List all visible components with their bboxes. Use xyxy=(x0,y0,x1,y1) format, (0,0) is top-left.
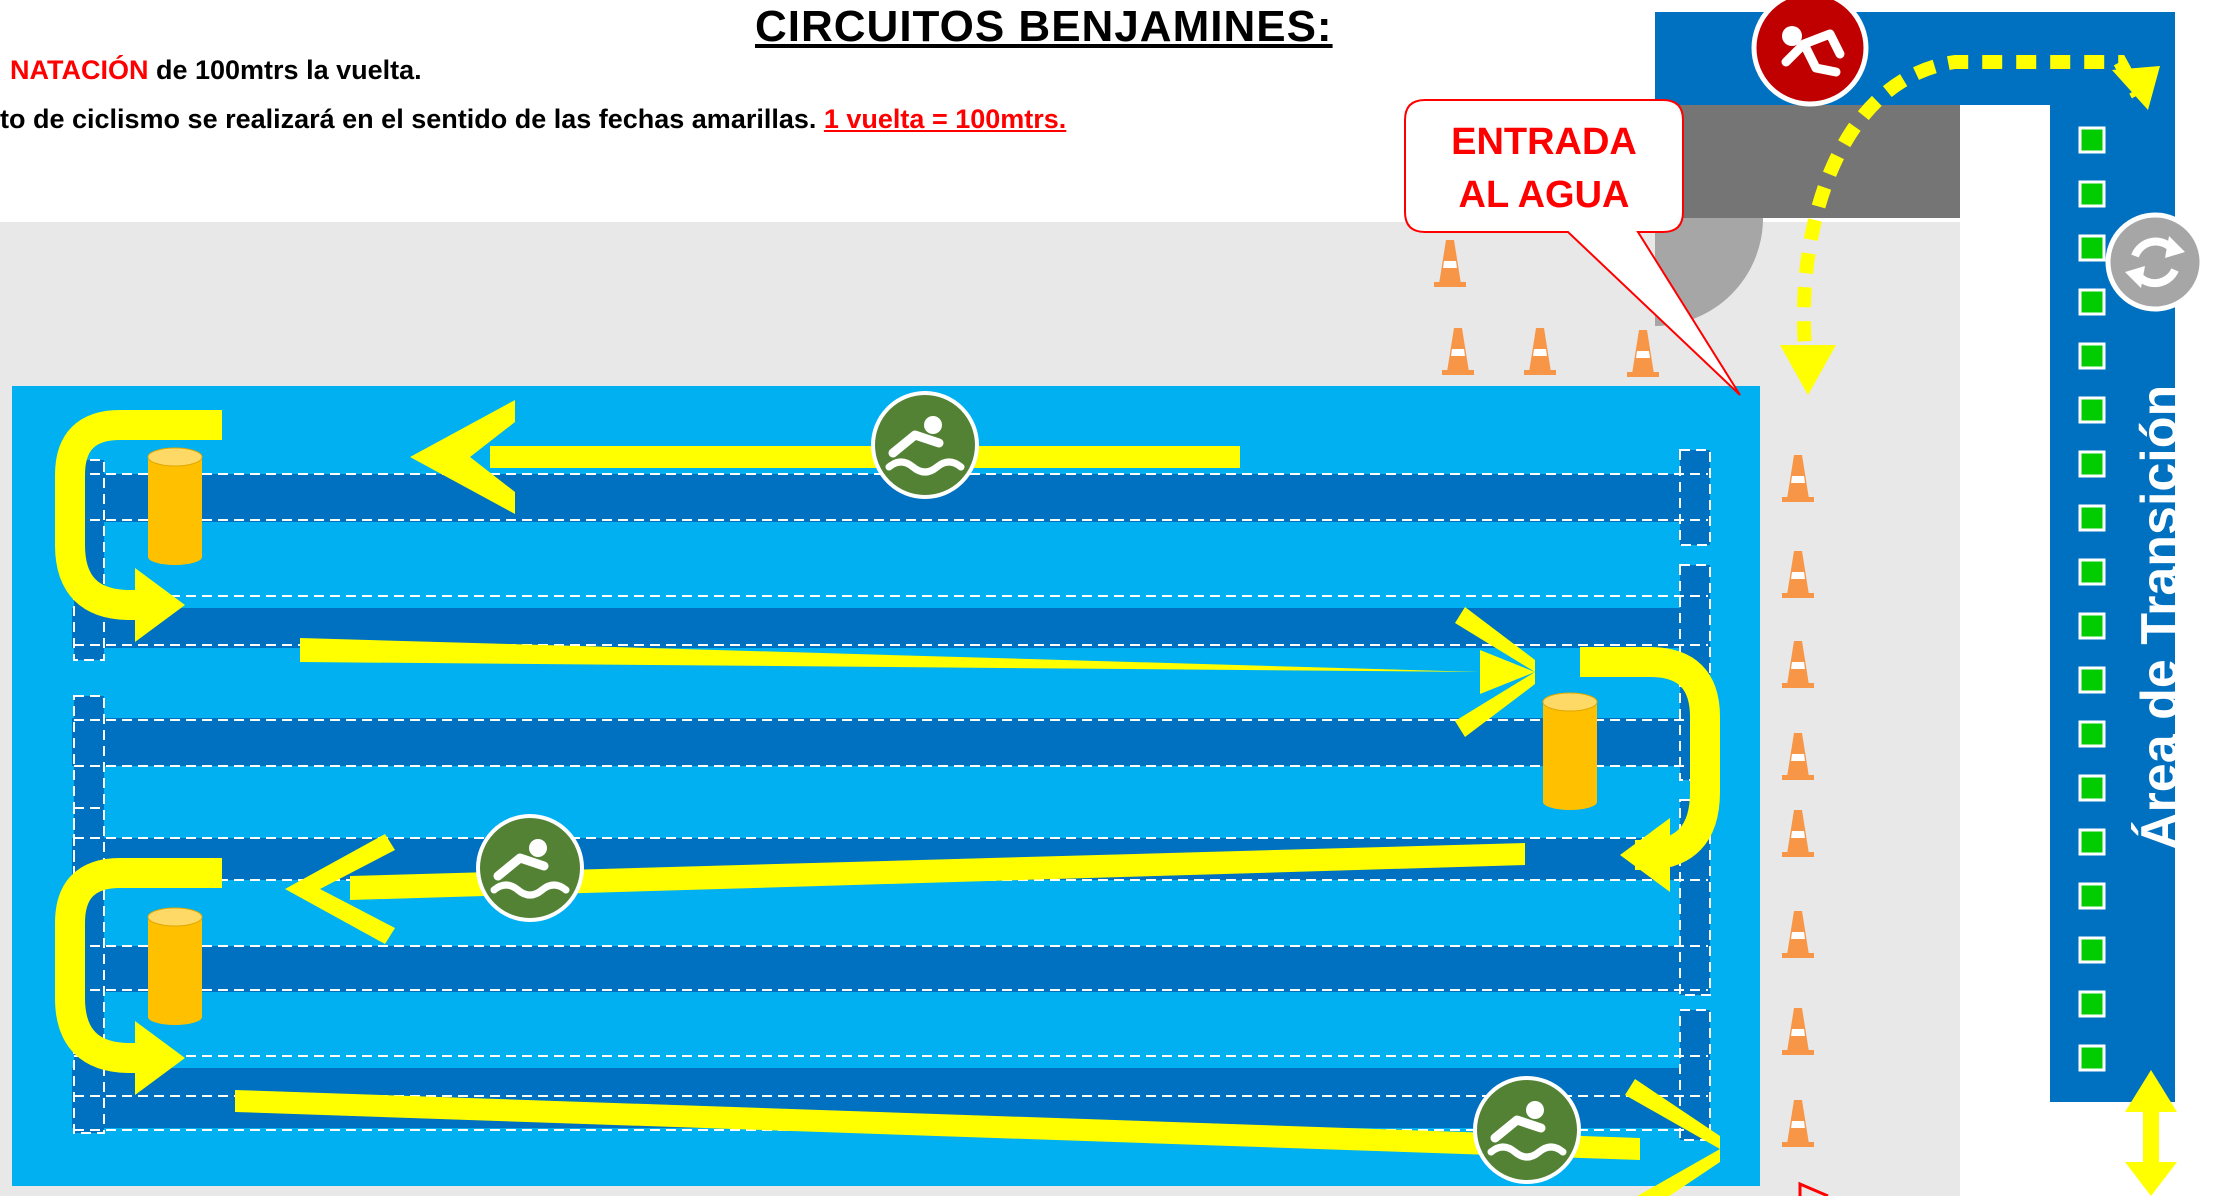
swim-route-arrows xyxy=(235,400,1720,1196)
transition-label: Área de Transición xyxy=(2131,385,2189,850)
callout-line2: AL AGUA xyxy=(1459,174,1630,216)
buoy-icon xyxy=(147,907,203,1026)
swimmer-icon xyxy=(1475,1078,1579,1182)
swim-info-line: NATACIÓN de 100mtrs la vuelta. xyxy=(10,55,422,86)
entry-arrowhead-top xyxy=(2112,66,2160,110)
entry-callout: ENTRADA AL AGUA xyxy=(1404,99,1741,396)
swimmer-icon xyxy=(478,816,582,920)
page-title: CIRCUITOS BENJAMINES: xyxy=(755,2,1333,51)
swim-info-rest: de 100mtrs la vuelta. xyxy=(148,55,422,85)
turn-arrowheads xyxy=(135,568,1670,1095)
transition-refresh-icon xyxy=(2105,212,2205,312)
turn-arrows xyxy=(55,410,1720,1073)
entrance-platform xyxy=(1655,105,1960,218)
buoy-icon xyxy=(147,447,203,566)
lap-distance: 1 vuelta = 100mtrs. xyxy=(823,104,1067,134)
exit-marker xyxy=(1798,1181,1829,1196)
lane-ropes xyxy=(73,449,1711,1141)
transition-path xyxy=(1655,12,2175,1102)
exit-double-arrow xyxy=(2125,1070,2177,1196)
entry-arrowhead xyxy=(1780,345,1836,395)
cycling-info-line: to de ciclismo se realizará en el sentid… xyxy=(0,104,1066,135)
swim-highlight: NATACIÓN xyxy=(10,55,149,85)
buoy-icon xyxy=(1542,692,1598,811)
cycling-info-text: to de ciclismo se realizará en el sentid… xyxy=(0,104,824,134)
entry-route xyxy=(1796,55,2145,376)
runner-icon xyxy=(1751,0,1869,107)
swimmer-icon xyxy=(873,393,977,497)
entrance-ramp xyxy=(1655,218,1763,326)
callout-line1: ENTRADA xyxy=(1451,121,1637,163)
